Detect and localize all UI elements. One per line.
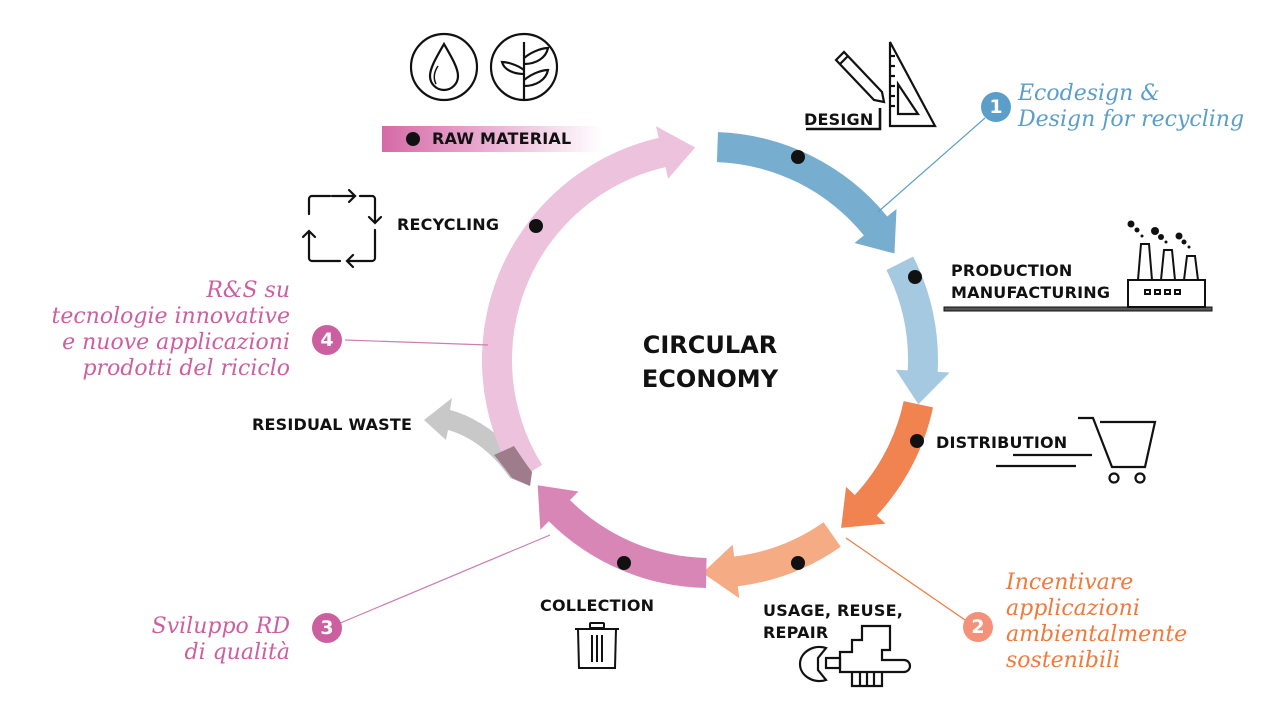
collection-dot [617, 556, 631, 570]
note-2-line-2: applicazioni [1006, 596, 1140, 621]
note-badge-3: 3 [312, 613, 342, 643]
collection-arc [537, 485, 707, 588]
stage-label-raw-material: RAW MATERIAL [432, 129, 572, 148]
usage-dot [791, 556, 805, 570]
water-drop-icon [409, 32, 479, 102]
stage-label-usage: USAGE, REUSE, REPAIR [763, 600, 903, 644]
usage-line-1: USAGE, REUSE, [763, 601, 903, 620]
distribution-arc [841, 401, 934, 528]
note-1: Ecodesign & Design for recycling [1018, 81, 1244, 133]
wrench-hand-icon [798, 624, 912, 688]
stage-label-recycling: RECYCLING [397, 215, 500, 234]
factory-icon [943, 220, 1213, 312]
production-dot [908, 270, 922, 284]
residual-overlap [494, 446, 532, 486]
stage-label-collection: COLLECTION [540, 596, 655, 615]
callout-line-1 [877, 117, 986, 213]
note-3: Sviluppo RD di qualità [152, 614, 290, 666]
note-3-line-2: di qualità [184, 640, 290, 665]
trash-bin-icon [575, 622, 619, 669]
callout-line-3 [337, 534, 551, 625]
recycling-arc [482, 126, 696, 481]
production-line-1: PRODUCTION [951, 261, 1073, 280]
note-badge-4: 4 [312, 325, 342, 355]
recycling-dot [529, 219, 543, 233]
stage-label-design: DESIGN [804, 110, 874, 129]
note-1-line-2: Design for recycling [1018, 107, 1245, 132]
note-3-line-1: Sviluppo RD [151, 614, 290, 639]
note-4-line-3: e nuove applicazioni [62, 330, 290, 355]
stage-label-residual-waste: RESIDUAL WASTE [252, 415, 413, 434]
note-2-line-1: Incentivare [1006, 570, 1134, 595]
title-line-2: ECONOMY [641, 365, 779, 393]
note-2-line-3: ambientalmente [1006, 622, 1188, 647]
stage-label-distribution: DISTRIBUTION [936, 433, 1068, 452]
note-4-line-1: R&S su [206, 278, 290, 303]
usage-line-2: REPAIR [763, 623, 829, 642]
note-4: R&S su tecnologie innovative e nuove app… [52, 278, 291, 382]
recycle-arrows-icon [301, 188, 383, 269]
callout-line-2 [845, 537, 969, 623]
callout-line-4 [344, 339, 489, 346]
production-line-2: MANUFACTURING [951, 283, 1111, 302]
design-arc [716, 132, 897, 254]
raw-material-dot [406, 132, 420, 146]
shopping-cart-icon [996, 416, 1157, 484]
title-line-1: CIRCULAR [642, 331, 778, 359]
note-badge-2: 2 [963, 612, 993, 642]
plant-icon [489, 32, 559, 102]
pencil-ruler-icon [806, 41, 937, 131]
note-4-line-2: tecnologie innovative [51, 304, 291, 329]
note-2: Incentivare applicazioni ambientalmente … [1006, 570, 1187, 674]
note-2-line-4: sostenibili [1006, 648, 1121, 673]
note-badge-1: 1 [981, 92, 1011, 122]
usage-arc [702, 522, 841, 599]
stage-label-production: PRODUCTION MANUFACTURING [951, 260, 1110, 304]
diagram-title: CIRCULAR ECONOMY [600, 328, 820, 396]
note-1-line-1: Ecodesign & [1018, 81, 1160, 106]
note-4-line-4: prodotti del riciclo [82, 356, 290, 381]
production-arc [886, 256, 950, 405]
design-dot [791, 150, 805, 164]
distribution-dot [910, 434, 924, 448]
